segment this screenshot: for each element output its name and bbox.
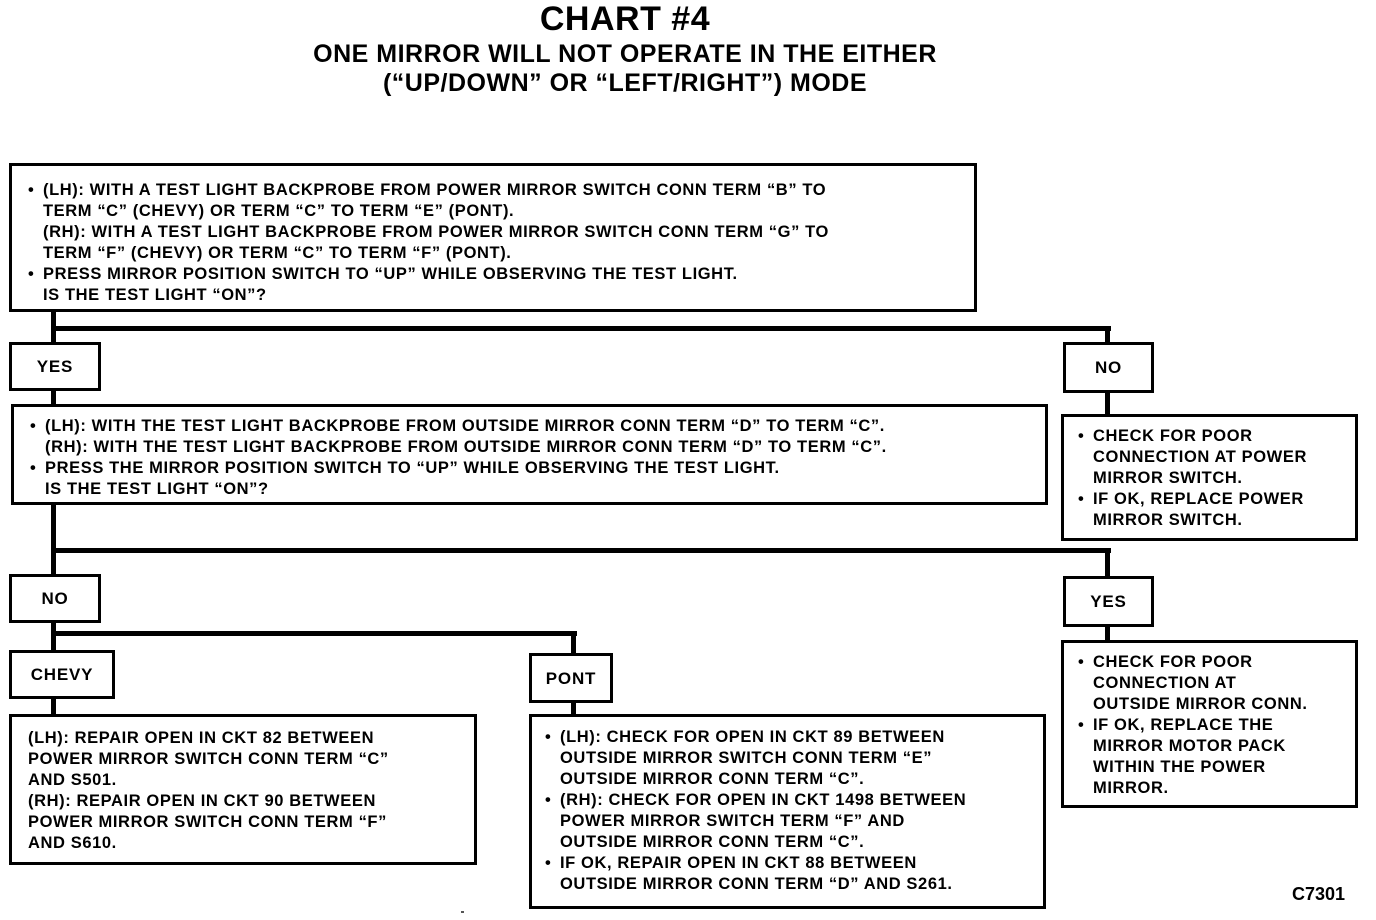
step2-yes-label: YES: [1063, 576, 1154, 627]
step2-text-line: PRESS THE MIRROR POSITION SWITCH TO “UP”…: [45, 459, 780, 477]
chevy-text-line: (RH): REPAIR OPEN IN CKT 90 BETWEEN: [28, 792, 376, 810]
action-text-line: WITHIN THE POWER: [1093, 758, 1266, 776]
step1-text-line: TERM “C” (CHEVY) OR TERM “C” TO TERM “E”…: [43, 202, 515, 220]
action-text-line: MIRROR SWITCH.: [1093, 469, 1243, 487]
chart-title: CHART #4: [539, 0, 711, 38]
step1-text-line: TERM “F” (CHEVY) OR TERM “C” TO TERM “F”…: [43, 244, 512, 262]
action-text-line: IF OK, REPLACE THE: [1093, 716, 1274, 734]
step1-no-action-box: •CHECK FOR POOR CONNECTION AT POWER MIRR…: [1061, 414, 1358, 541]
connector-pont-to-action: [571, 701, 576, 716]
connector-step1-no-down: [1105, 326, 1110, 344]
connector-step2-branch: [51, 548, 1111, 553]
connector-make-branch: [51, 631, 577, 636]
chart-subtitle-line-1: ONE MIRROR WILL NOT OPERATE IN THE EITHE…: [313, 40, 937, 68]
pont-text-line: OUTSIDE MIRROR CONN TERM “C”.: [560, 770, 865, 788]
pont-text-line: OUTSIDE MIRROR CONN TERM “D” AND S261.: [560, 875, 953, 893]
step1-text-line: (LH): WITH A TEST LIGHT BACKPROBE FROM P…: [43, 181, 827, 199]
action-text-line: CONNECTION AT: [1093, 674, 1237, 692]
pont-repair-box: •(LH): CHECK FOR OPEN IN CKT 89 BETWEEN …: [529, 714, 1046, 909]
connector-yes2-to-action: [1105, 625, 1110, 642]
connector-no2-down: [51, 621, 56, 651]
diagram-code: C7301: [1292, 884, 1346, 904]
action-text-line: MIRROR MOTOR PACK: [1093, 737, 1286, 755]
step2-text-line: IS THE TEST LIGHT “ON”?: [45, 480, 269, 498]
step1-text-line: IS THE TEST LIGHT “ON”?: [43, 286, 267, 304]
step1-text-line: PRESS MIRROR POSITION SWITCH TO “UP” WHI…: [43, 265, 738, 283]
action-text-line: MIRROR.: [1093, 779, 1169, 797]
action-text-line: IF OK, REPLACE POWER: [1093, 490, 1304, 508]
chevy-text-line: AND S610.: [28, 834, 117, 852]
pont-text-line: IF OK, REPAIR OPEN IN CKT 88 BETWEEN: [560, 854, 917, 872]
pont-label: PONT: [529, 653, 613, 703]
pont-text-line: OUTSIDE MIRROR SWITCH CONN TERM “E”: [560, 749, 933, 767]
chevy-text-line: POWER MIRROR SWITCH CONN TERM “C”: [28, 750, 389, 768]
connector-yes-to-step2: [51, 389, 56, 406]
pont-text-line: (LH): CHECK FOR OPEN IN CKT 89 BETWEEN: [560, 728, 945, 746]
connector-step1-branch: [51, 326, 1111, 331]
action-text-line: MIRROR SWITCH.: [1093, 511, 1243, 529]
chart-subtitle-line-2: (“UP/DOWN” OR “LEFT/RIGHT”) MODE: [382, 69, 868, 97]
step1-yes-label: YES: [9, 342, 101, 391]
step2-text-line: (LH): WITH THE TEST LIGHT BACKPROBE FROM…: [45, 417, 885, 435]
connector-pont-down: [571, 631, 576, 655]
chevy-text-line: AND S501.: [28, 771, 117, 789]
pont-text-line: (RH): CHECK FOR OPEN IN CKT 1498 BETWEEN: [560, 791, 967, 809]
action-text-line: CONNECTION AT POWER: [1093, 448, 1307, 466]
chevy-text-line: POWER MIRROR SWITCH CONN TERM “F”: [28, 813, 387, 831]
chevy-repair-box: (LH): REPAIR OPEN IN CKT 82 BETWEEN POWE…: [9, 714, 477, 865]
connector-chevy-to-action: [51, 697, 56, 716]
chevy-text-line: (LH): REPAIR OPEN IN CKT 82 BETWEEN: [28, 729, 375, 747]
pont-text-line: OUTSIDE MIRROR CONN TERM “C”.: [560, 833, 865, 851]
connector-step2-down: [51, 503, 56, 576]
connector-no-to-action: [1105, 391, 1110, 416]
action-text-line: CHECK FOR POOR: [1093, 653, 1253, 671]
step2-no-label: NO: [9, 574, 101, 623]
connector-step2-yes-down: [1105, 548, 1110, 578]
chevy-label: CHEVY: [9, 650, 115, 699]
step1-no-label: NO: [1063, 342, 1154, 393]
step2-text-line: (RH): WITH THE TEST LIGHT BACKPROBE FROM…: [45, 438, 887, 456]
step2-yes-action-box: •CHECK FOR POOR CONNECTION AT OUTSIDE MI…: [1061, 640, 1358, 808]
step2-test-box: •(LH): WITH THE TEST LIGHT BACKPROBE FRO…: [11, 404, 1048, 505]
scan-speck: [461, 911, 464, 913]
step1-test-box: •(LH): WITH A TEST LIGHT BACKPROBE FROM …: [9, 163, 977, 312]
action-text-line: CHECK FOR POOR: [1093, 427, 1253, 445]
action-text-line: OUTSIDE MIRROR CONN.: [1093, 695, 1308, 713]
step1-text-line: (RH): WITH A TEST LIGHT BACKPROBE FROM P…: [43, 223, 829, 241]
pont-text-line: POWER MIRROR SWITCH TERM “F” AND: [560, 812, 905, 830]
